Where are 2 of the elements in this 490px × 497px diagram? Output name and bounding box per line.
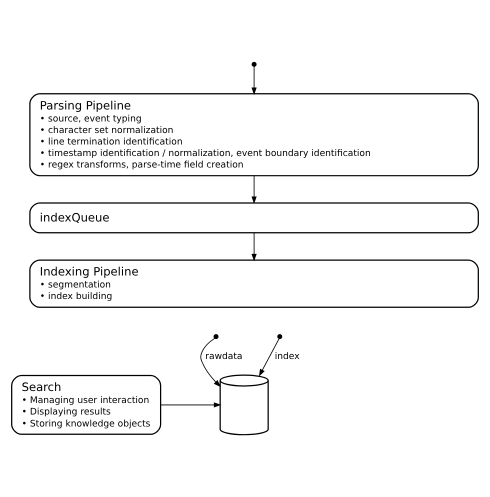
edge-label: rawdata <box>205 352 243 362</box>
edge-label: index <box>274 352 300 362</box>
